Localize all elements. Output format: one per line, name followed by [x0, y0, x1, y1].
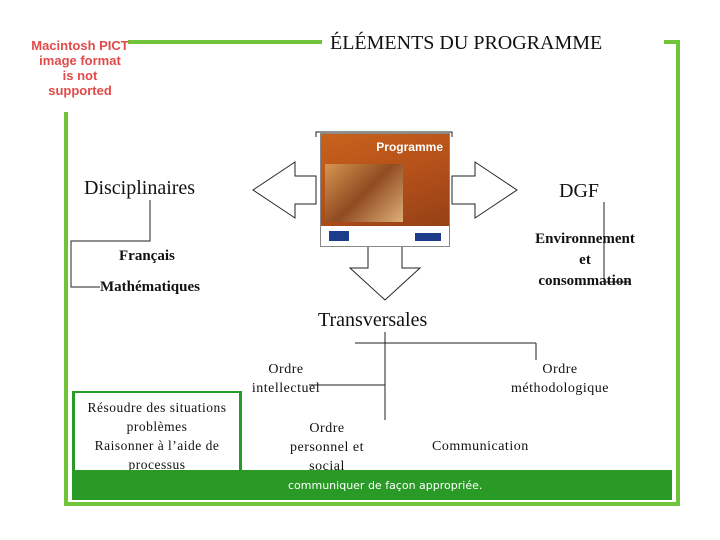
dgf-item-line-1: Environnement: [535, 231, 635, 247]
double-arrow-right: [451, 161, 518, 219]
pict-error-notice: Macintosh PICT image format is not suppo…: [30, 38, 130, 98]
dgf-label: DGF: [559, 180, 600, 202]
dgf-item-line-2: et: [579, 252, 591, 268]
pict-note-line-3: is not supported: [48, 68, 112, 98]
intellectual-examples-box: Résoudre des situations problèmes Raison…: [75, 393, 239, 470]
discipline-mathematiques: Mathématiques: [100, 279, 200, 295]
ordre-personnel-social: Ordre personnel et social: [280, 419, 374, 476]
disciplinaires-label: Disciplinaires: [84, 177, 196, 199]
pict-note-line-1: Macintosh PICT: [31, 38, 129, 53]
example-line-2: problèmes: [126, 419, 188, 434]
ordre-methodologique-line-1: Ordre: [542, 362, 578, 377]
cover-title: Programme: [376, 140, 443, 154]
cover-logo-left: [329, 231, 349, 241]
cover-bracket: [315, 131, 453, 137]
disciplines-bracket: [70, 200, 151, 288]
cover-photo: [325, 164, 403, 222]
ordre-intellectuel-line-2: intellectuel: [251, 381, 321, 396]
dgf-item-line-3: consommation: [538, 273, 632, 289]
dgf-environnement: Environnement et consommation: [520, 229, 650, 292]
examples-text: Résoudre des situations problèmes Raison…: [75, 398, 239, 470]
quebec-logo: [415, 233, 441, 241]
program-cover-image: Programme: [320, 133, 450, 247]
ordre-personnel-line-1: Ordre: [309, 421, 345, 436]
ordre-methodologique: Ordre méthodologique: [500, 360, 620, 398]
example-line-4: processus: [128, 457, 186, 470]
green-bottom-band: [72, 470, 672, 500]
ordre-methodologique-line-2: méthodologique: [511, 381, 609, 396]
example-line-1: Résoudre des situations: [87, 400, 227, 415]
example-line-3: Raisonner à l’aide de: [94, 438, 220, 453]
ordre-intellectuel: Ordre intellectuel: [244, 360, 328, 398]
ordre-personnel-line-2: personnel et: [289, 440, 365, 455]
band-text: communiquer de façon appropriée.: [288, 479, 483, 492]
double-arrow: [252, 161, 317, 219]
dgf-bracket: [603, 202, 630, 283]
transversales-label: Transversales: [318, 309, 428, 331]
pict-note-line-2: image format: [39, 53, 121, 68]
discipline-francais: Français: [119, 248, 175, 264]
cover-footer-strip: [321, 226, 449, 246]
ordre-intellectuel-line-1: Ordre: [268, 362, 304, 377]
down-arrow: [348, 244, 422, 301]
communication-label: Communication: [432, 439, 529, 454]
slide-title: ÉLÉMENTS DU PROGRAMME: [330, 32, 603, 54]
